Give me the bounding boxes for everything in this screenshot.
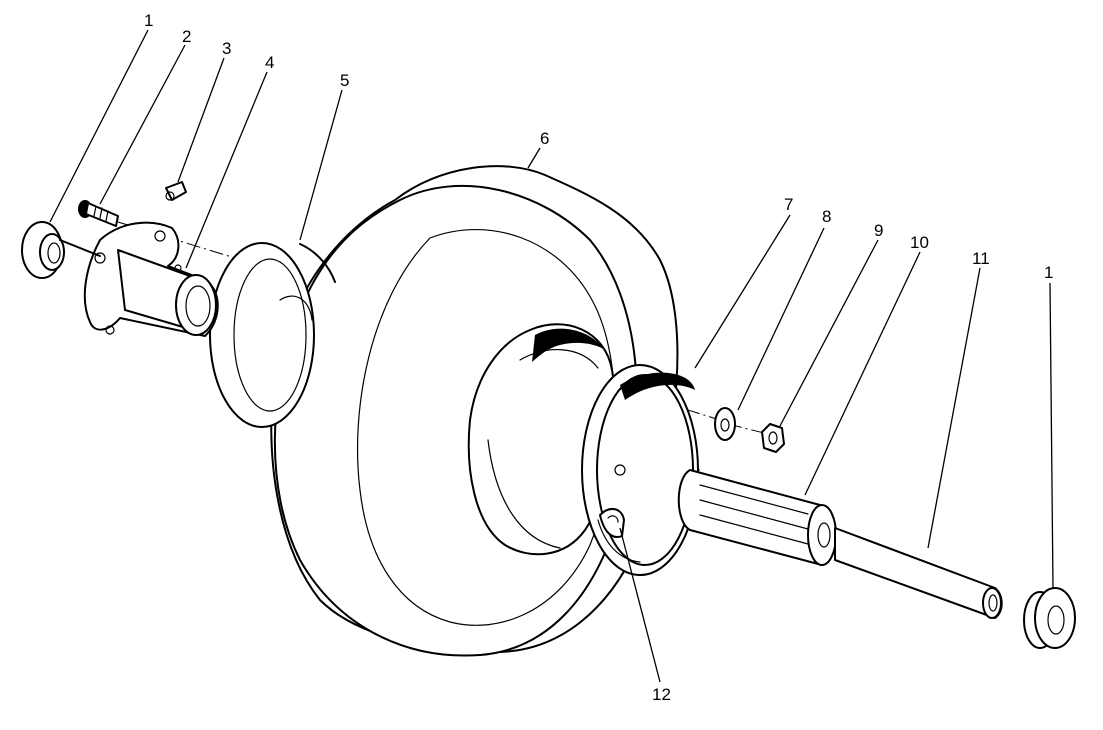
callout-4: 4 [265,53,274,72]
callout-labels: 1 2 3 4 5 6 7 8 9 10 11 1 12 [144,11,1053,704]
rim-half-right-icon [581,364,699,576]
callout-1-right: 1 [1044,263,1053,282]
callout-12: 12 [652,685,671,704]
callout-11: 11 [972,249,990,268]
callout-10: 10 [910,233,929,252]
callout-7: 7 [784,195,793,214]
valve-stem-icon [599,508,625,538]
callout-1-left: 1 [144,11,153,30]
nut-icon [761,423,785,453]
callout-3: 3 [222,39,231,58]
bearing-spacer-icon [677,469,837,566]
flange-bushing-right-icon [1023,587,1076,649]
flange-bushing-left-icon [21,221,101,279]
leader-lines [49,29,1054,683]
washer-icon [714,407,736,441]
rim-half-left-icon [209,242,336,428]
callout-9: 9 [874,221,883,240]
callout-2: 2 [182,27,191,46]
axle-tube-icon [834,527,1003,619]
callout-5: 5 [340,71,349,90]
callout-8: 8 [822,207,831,226]
tire-icon [270,165,679,657]
callout-6: 6 [540,129,549,148]
grease-fitting-icon [165,181,187,201]
bolt-icon [78,200,119,227]
wheel-hub-icon [83,221,219,337]
